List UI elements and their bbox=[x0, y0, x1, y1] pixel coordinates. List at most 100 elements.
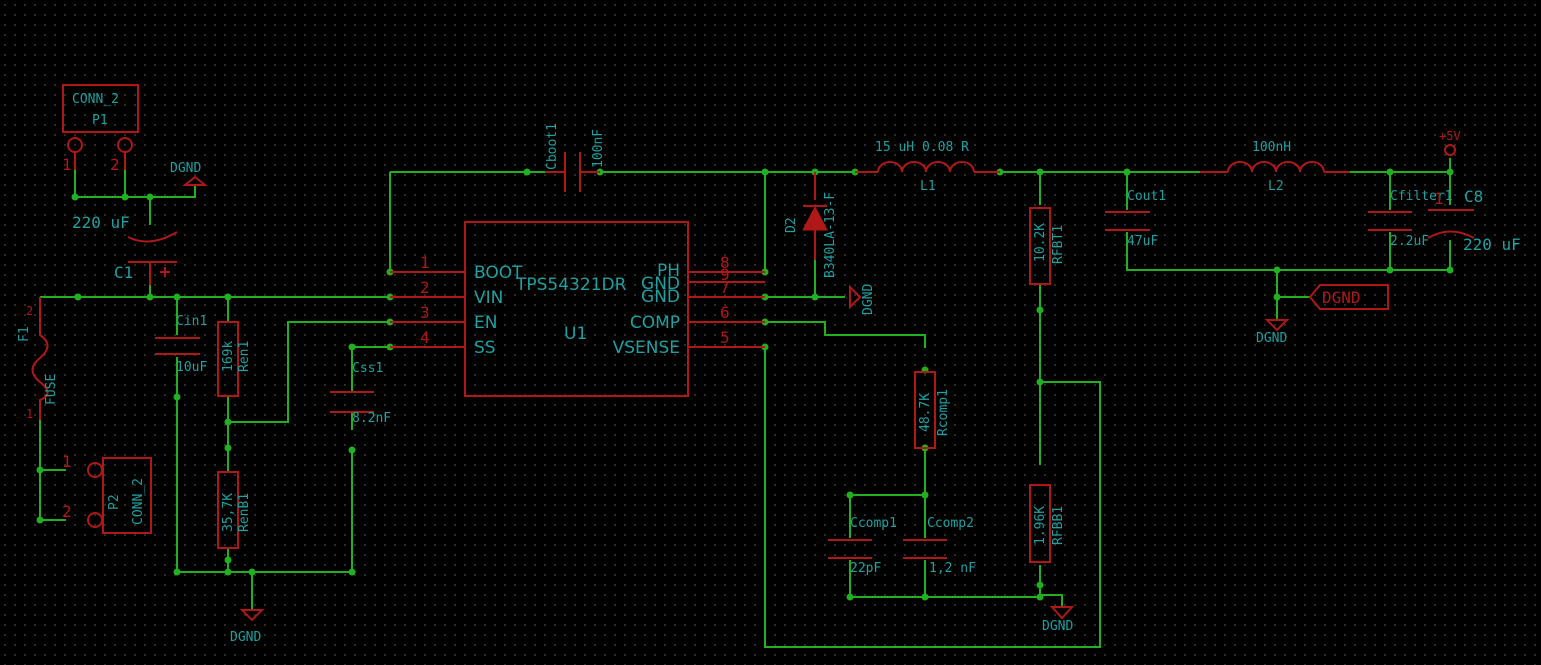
u1-pin-en: EN bbox=[474, 313, 497, 333]
cboot1-ref: Cboot1 bbox=[545, 123, 560, 170]
capacitor-ccomp1[interactable]: Ccomp1 22pF bbox=[828, 516, 897, 576]
vout-label: +5V bbox=[1439, 129, 1461, 143]
l1-ref: L1 bbox=[920, 179, 936, 194]
fuse-f1[interactable]: 2 1 F1 FUSE bbox=[17, 297, 59, 421]
c8-pin: 1 bbox=[1434, 189, 1444, 208]
u1-pin2-num: 2 bbox=[420, 278, 430, 297]
f1-ref: F1 bbox=[17, 326, 32, 342]
c8-value: 220 uF bbox=[1463, 235, 1521, 254]
c8-ref: C8 bbox=[1464, 187, 1483, 206]
rfbt1-value: 10.2K bbox=[1033, 223, 1048, 262]
f1-value: FUSE bbox=[44, 374, 59, 405]
cout1-value: 47uF bbox=[1127, 234, 1158, 249]
p2-ref: P2 bbox=[107, 494, 122, 510]
inductor-l1[interactable]: 15 uH 0.08 R L1 bbox=[855, 140, 1000, 194]
d2-value: B340LA-13-F bbox=[823, 192, 838, 278]
cfilter1-ref: Cfilter1 bbox=[1390, 189, 1453, 204]
f1-pin2: 2 bbox=[26, 304, 33, 318]
resistor-rfbb1[interactable]: 1.96K RFBB1 bbox=[1029, 484, 1066, 563]
p1-pin1: 1 bbox=[62, 155, 72, 174]
u1-pin9-num: 9 bbox=[720, 265, 730, 284]
gnd-symbol-left: DGND bbox=[230, 609, 265, 645]
capacitor-c1[interactable]: 220 uF C1 bbox=[72, 213, 178, 285]
c1-value: 220 uF bbox=[72, 213, 130, 232]
capacitor-cboot1[interactable]: Cboot1 100nF bbox=[545, 123, 606, 192]
rcomp1-value: 48.7K bbox=[918, 393, 933, 432]
l2-ref: L2 bbox=[1268, 179, 1284, 194]
renb1-ref: RenB1 bbox=[237, 493, 252, 532]
u1-value: TPS54321DR bbox=[515, 275, 627, 295]
cout1-ref: Cout1 bbox=[1127, 189, 1166, 204]
ccomp1-value: 22pF bbox=[850, 561, 881, 576]
ren1-value: 169k bbox=[221, 341, 236, 372]
capacitor-css1[interactable]: Css1 8.2nF bbox=[330, 361, 391, 426]
resistor-ren1[interactable]: 169k Ren1 bbox=[217, 321, 252, 397]
ccomp1-ref: Ccomp1 bbox=[850, 516, 897, 531]
capacitor-cout1[interactable]: Cout1 47uF bbox=[1105, 189, 1166, 249]
dgnd-global-label[interactable]: DGND bbox=[1308, 284, 1389, 310]
rfbb1-value: 1.96K bbox=[1033, 506, 1048, 545]
gnd-label-fb: DGND bbox=[1042, 619, 1073, 634]
u1-pin-gnd7: GND bbox=[641, 287, 680, 307]
u1-pin6-num: 6 bbox=[720, 303, 730, 322]
rfbb1-ref: RFBB1 bbox=[1051, 506, 1066, 545]
l2-value: 100nH bbox=[1252, 140, 1291, 155]
gnd-symbol-ic: DGND bbox=[849, 284, 876, 315]
u1-pin8-num: 8 bbox=[720, 253, 730, 272]
css1-ref: Css1 bbox=[352, 361, 383, 376]
u1-pin4-num: 4 bbox=[420, 328, 430, 347]
css1-value: 8.2nF bbox=[352, 411, 391, 426]
capacitor-cin1[interactable]: Cin1 10uF bbox=[155, 314, 207, 375]
u1-pin-ss: SS bbox=[474, 338, 496, 358]
capacitor-cfilter1[interactable]: Cfilter1 2.2uF bbox=[1368, 189, 1453, 249]
u1-pin-boot: BOOT bbox=[474, 263, 523, 283]
p2-pin1: 1 bbox=[62, 452, 72, 471]
u1-pin-comp: COMP bbox=[630, 313, 680, 333]
u1-pin5-num: 5 bbox=[720, 328, 730, 347]
gnd-symbol-p1: DGND bbox=[170, 161, 208, 186]
rcomp1-ref: Rcomp1 bbox=[936, 389, 951, 436]
ic-u1[interactable]: 1 2 3 4 8 9 7 6 5 BOOT VIN EN SS PH GND … bbox=[390, 221, 765, 397]
p2-value: CONN_2 bbox=[131, 478, 146, 525]
u1-pin3-num: 3 bbox=[420, 303, 430, 322]
ccomp2-value: 1,2 nF bbox=[929, 561, 976, 576]
ren1-ref: Ren1 bbox=[237, 341, 252, 372]
u1-pin-ph: PH bbox=[657, 261, 680, 281]
p2-pin2: 2 bbox=[62, 502, 72, 521]
capacitor-ccomp2[interactable]: Ccomp2 1,2 nF bbox=[903, 516, 976, 576]
u1-pin-vsense: VSENSE bbox=[613, 338, 680, 358]
f1-pin1: 1 bbox=[26, 407, 33, 421]
l1-value: 15 uH 0.08 R bbox=[875, 140, 969, 155]
capacitor-c8[interactable]: 1 C8 220 uF bbox=[1427, 187, 1521, 254]
resistor-rfbt1[interactable]: 10.2K RFBT1 bbox=[1029, 207, 1066, 285]
rfbt1-ref: RFBT1 bbox=[1051, 225, 1066, 264]
cboot1-value: 100nF bbox=[591, 129, 606, 168]
power-5v-symbol: +5V bbox=[1439, 129, 1461, 156]
junctions bbox=[36, 168, 1454, 601]
p1-pin2: 2 bbox=[110, 155, 120, 174]
cfilter1-value: 2.2uF bbox=[1390, 234, 1429, 249]
gnd-label-p1: DGND bbox=[170, 161, 201, 176]
gnd-label-left: DGND bbox=[230, 630, 261, 645]
u1-pin-gnd9: GND bbox=[641, 274, 680, 294]
inductor-l2[interactable]: 100nH L2 bbox=[1200, 140, 1350, 194]
cin1-value: 10uF bbox=[176, 360, 207, 375]
u1-ref: U1 bbox=[564, 324, 587, 344]
connector-p2[interactable]: 1 2 P2 CONN_2 bbox=[62, 452, 152, 534]
gnd-label-ic: DGND bbox=[861, 284, 876, 315]
c1-ref: C1 bbox=[114, 263, 133, 282]
connector-p1[interactable]: CONN_2 P1 1 2 bbox=[62, 84, 139, 174]
ccomp2-ref: Ccomp2 bbox=[927, 516, 974, 531]
d2-ref: D2 bbox=[784, 217, 799, 233]
gnd-symbol-out: DGND bbox=[1256, 319, 1290, 346]
gnd-symbol-fb: DGND bbox=[1042, 606, 1075, 634]
p1-ref: P1 bbox=[92, 113, 108, 128]
cin1-ref: Cin1 bbox=[176, 314, 207, 329]
resistor-rcomp1[interactable]: 48.7K Rcomp1 bbox=[914, 371, 951, 449]
gnd-label-out: DGND bbox=[1256, 331, 1287, 346]
resistor-renb1[interactable]: 35,7K RenB1 bbox=[217, 471, 252, 549]
renb1-value: 35,7K bbox=[221, 493, 236, 532]
diode-d2[interactable]: D2 B340LA-13-F bbox=[784, 172, 838, 278]
